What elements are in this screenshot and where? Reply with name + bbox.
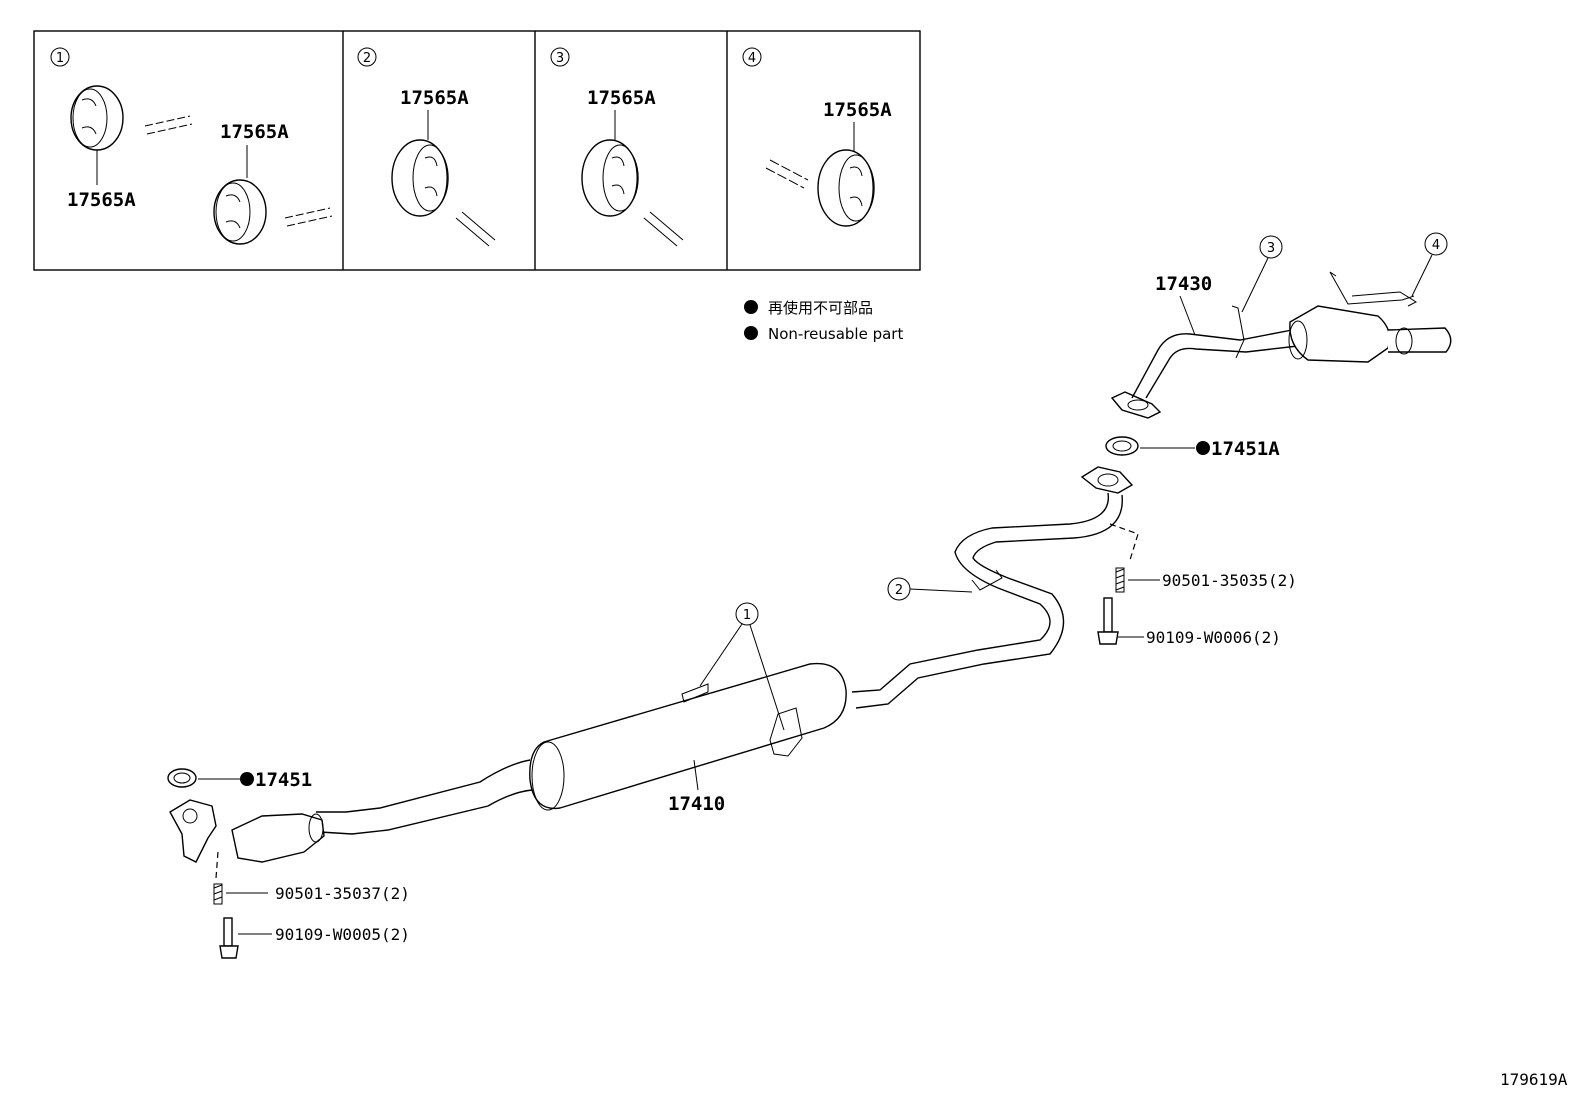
gasket-rear — [1105, 436, 1210, 456]
non-reusable-dot-icon — [744, 300, 758, 314]
part-label-gasket-front: 17451 — [255, 769, 312, 791]
rear-fasteners — [1097, 523, 1160, 645]
inset-panels — [33, 30, 921, 271]
svg-text:2: 2 — [895, 583, 903, 598]
spring-icon — [1115, 567, 1125, 593]
callout-3: 3 — [1241, 235, 1283, 313]
spring-icon — [213, 883, 223, 905]
rubber-hanger-icon — [70, 85, 124, 185]
non-reusable-dot-icon — [240, 772, 254, 786]
bolt-icon — [1097, 597, 1119, 645]
inset-panel-2: 2 17565A — [357, 47, 496, 247]
inset-panel-3: 3 17565A — [550, 47, 684, 247]
callout-4: 4 — [1411, 232, 1448, 297]
svg-text:4: 4 — [1432, 238, 1440, 253]
rubber-hanger-icon — [213, 179, 267, 245]
center-pipe-assembly — [169, 466, 1134, 863]
bolt-icon — [219, 917, 239, 959]
part-label-bolt-front: 90109-W0005(2) — [275, 925, 410, 944]
svg-text:3: 3 — [1267, 241, 1275, 256]
inset-panel-4: 4 17565A — [742, 47, 892, 227]
hanger-rod-icon — [643, 211, 684, 247]
non-reusable-dot-icon — [744, 326, 758, 340]
part-label-17565A: 17565A — [67, 189, 136, 211]
callout-1: 1 — [699, 602, 785, 731]
hanger-rod-icon — [144, 115, 193, 135]
part-label-bolt-rear: 90109-W0006(2) — [1146, 628, 1281, 647]
legend: 再使用不可部品 Non-reusable part — [744, 299, 903, 343]
hanger-rod-icon — [284, 207, 333, 227]
legend-japanese: 再使用不可部品 — [768, 299, 873, 317]
rubber-hanger-icon — [581, 139, 639, 217]
panel-index: 3 — [556, 51, 564, 66]
callout-2: 2 — [887, 577, 973, 601]
figure-code: 179619A — [1500, 1070, 1568, 1089]
part-label-spring-front: 90501-35037(2) — [275, 884, 410, 903]
part-label-17565A: 17565A — [400, 87, 469, 109]
non-reusable-dot-icon — [1196, 441, 1210, 455]
inset-panel-1: 1 17565A 17565A — [50, 47, 333, 245]
part-label-17565A: 17565A — [587, 87, 656, 109]
part-label-gasket-rear: 17451A — [1211, 438, 1280, 460]
panel-index: 4 — [748, 51, 756, 66]
rubber-hanger-icon — [817, 149, 875, 227]
front-fasteners — [213, 851, 272, 959]
hanger-rod-icon — [765, 159, 809, 189]
gasket-front — [167, 768, 254, 788]
part-label-17565A: 17565A — [823, 99, 892, 121]
panel-index: 2 — [363, 51, 371, 66]
rubber-hanger-icon — [391, 139, 449, 217]
hanger-rod-icon — [455, 211, 496, 247]
svg-text:1: 1 — [743, 608, 751, 623]
part-label-17565A: 17565A — [220, 121, 289, 143]
legend-english: Non-reusable part — [768, 325, 903, 343]
panel-index: 1 — [56, 51, 64, 66]
part-label-center-pipe: 17410 — [668, 793, 725, 815]
part-label-spring-rear: 90501-35035(2) — [1162, 571, 1297, 590]
tail-pipe-assembly — [1110, 271, 1452, 419]
part-label-tail-pipe: 17430 — [1155, 273, 1212, 295]
